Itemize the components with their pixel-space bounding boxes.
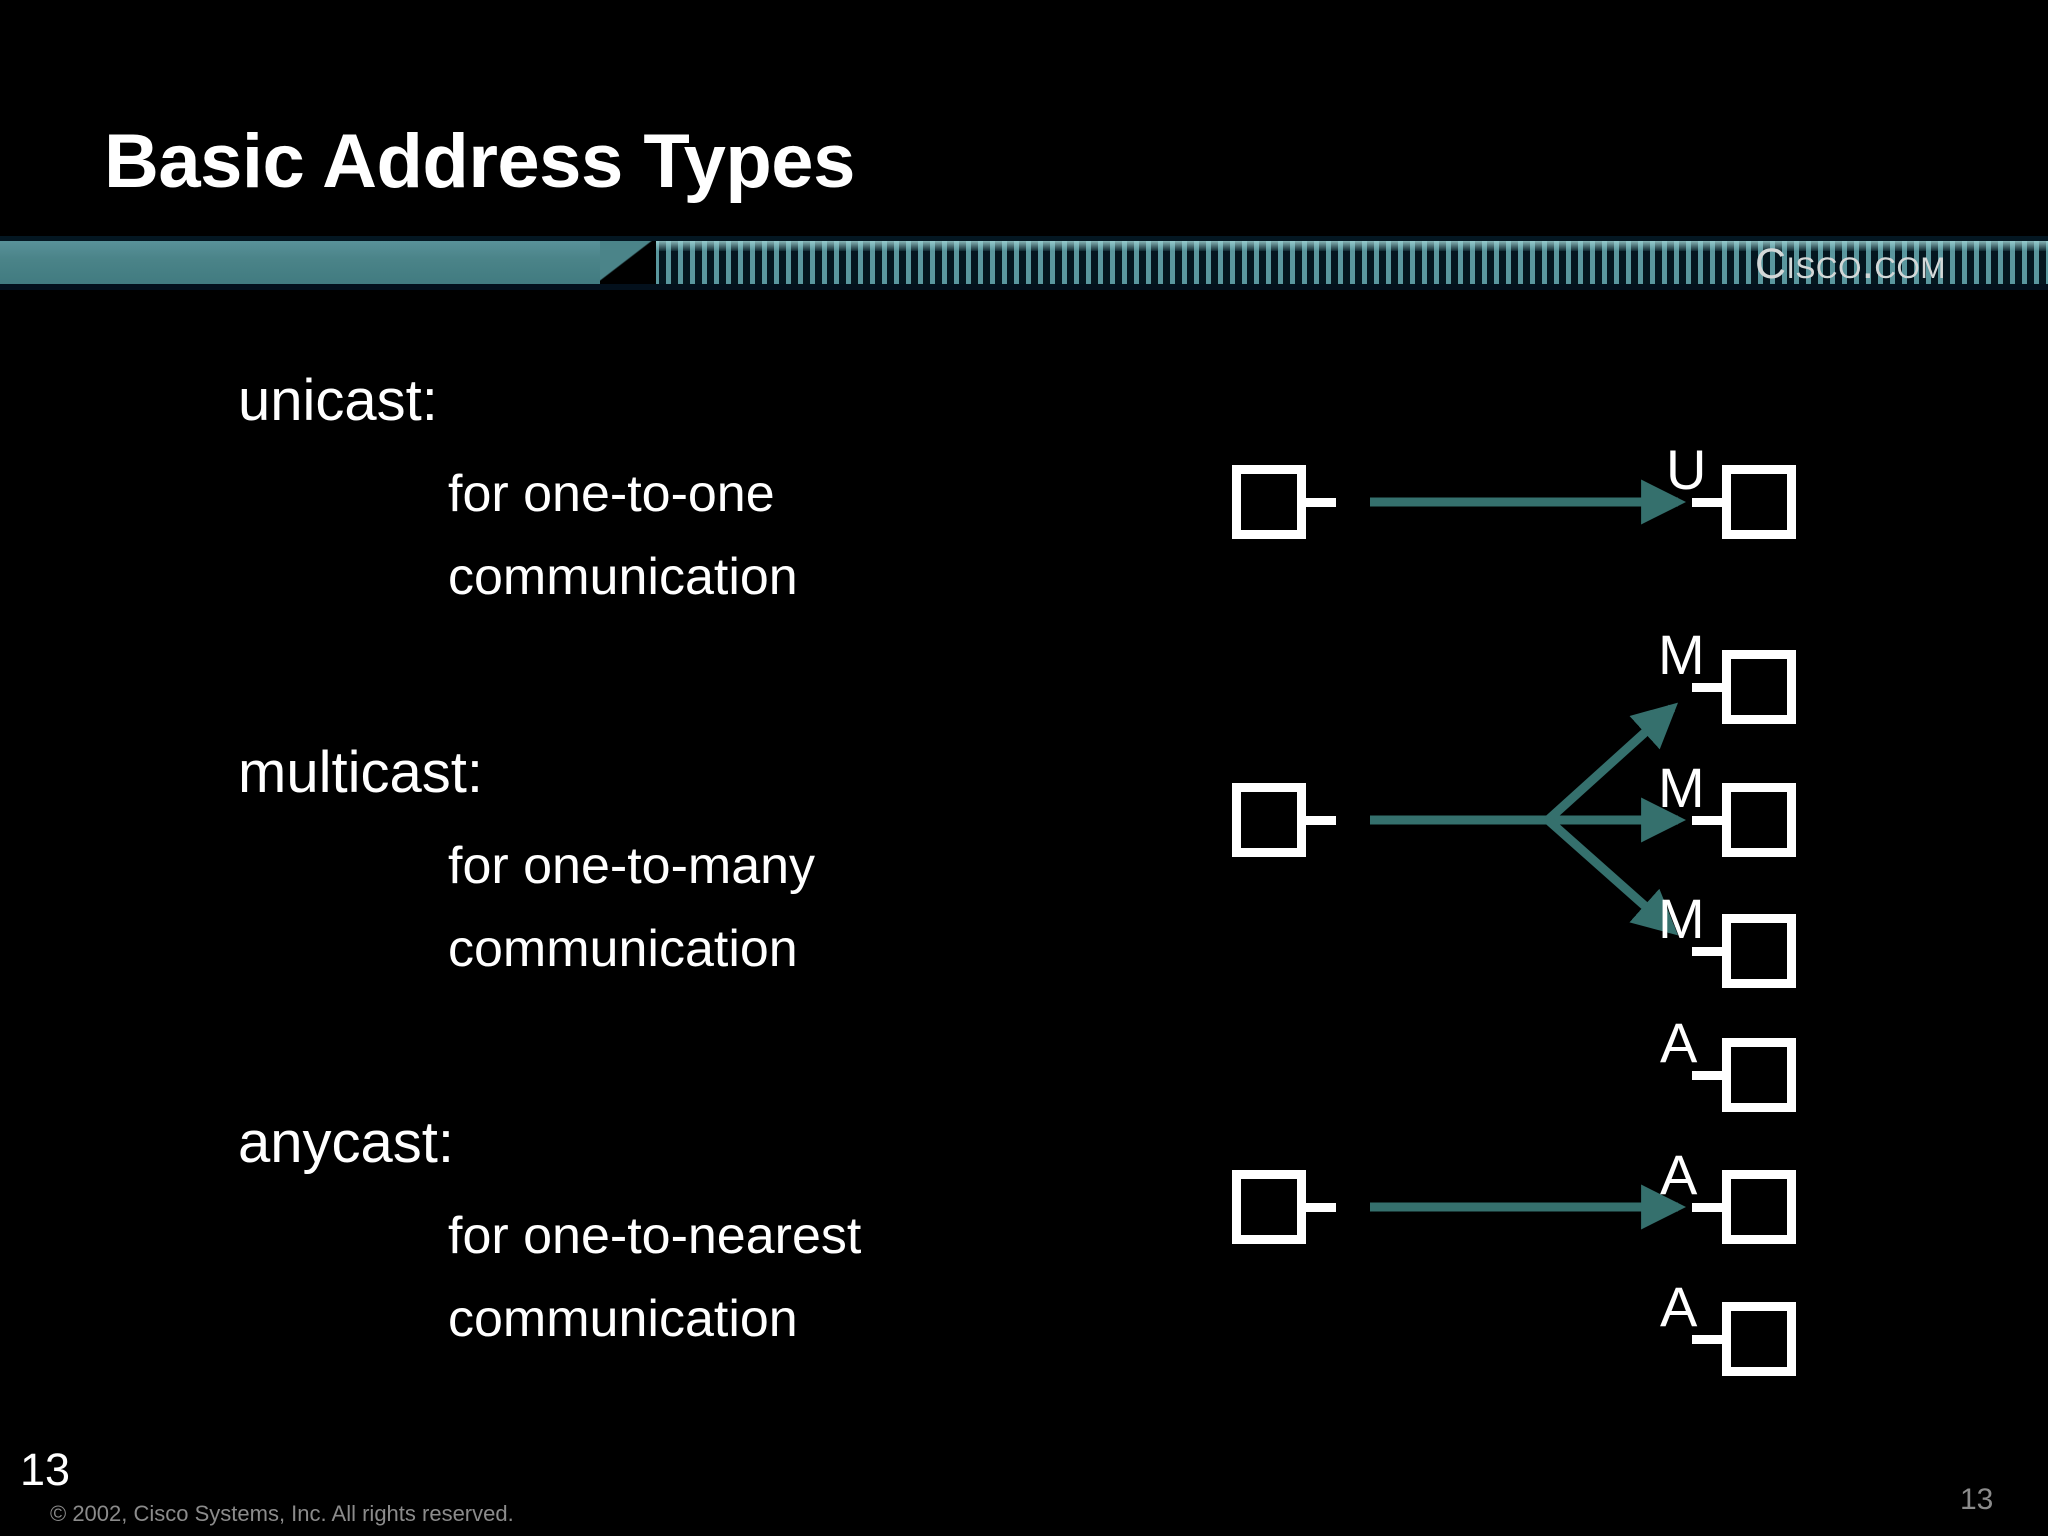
- header-bar-top-rule: [0, 236, 2048, 241]
- multicast-heading: multicast:: [238, 740, 483, 805]
- anycast-description-line-2: communication: [448, 1290, 798, 1348]
- anycast-destination-node-2: [1722, 1170, 1796, 1244]
- multicast-destination-stub-1: [1692, 683, 1722, 692]
- multicast-arrow-bottom: [1545, 816, 1679, 936]
- page-title: Basic Address Types: [104, 119, 855, 204]
- header-bar-bottom-rule: [0, 284, 2048, 290]
- multicast-description-line-2: communication: [448, 920, 798, 978]
- unicast-description-line-2: communication: [448, 548, 798, 606]
- multicast-destination-node-2: [1722, 783, 1796, 857]
- anycast-destination-node-3: [1722, 1302, 1796, 1376]
- header-bar-wedge: [600, 241, 656, 284]
- unicast-destination-stub: [1692, 498, 1722, 507]
- unicast-destination-node: [1722, 465, 1796, 539]
- anycast-destination-stub-2: [1692, 1203, 1722, 1212]
- anycast-destination-label-2: A: [1660, 1143, 1698, 1206]
- anycast-source-stub: [1306, 1203, 1336, 1212]
- anycast-destination-label-1: A: [1660, 1011, 1698, 1074]
- multicast-description-line-1: for one-to-many: [448, 837, 816, 895]
- cisco-com-logo: Cisco.com: [1755, 240, 1946, 288]
- unicast-source-stub: [1306, 498, 1336, 507]
- anycast-description-line-1: for one-to-nearest: [448, 1207, 862, 1265]
- anycast-destination-node-1: [1722, 1038, 1796, 1112]
- anycast-destination-stub-1: [1692, 1071, 1722, 1080]
- anycast-destination-stub-3: [1692, 1335, 1722, 1344]
- multicast-destination-node-1: [1722, 650, 1796, 724]
- multicast-destination-stub-3: [1692, 947, 1722, 956]
- multicast-destination-stub-2: [1692, 816, 1722, 825]
- page-number-right: 13: [1960, 1483, 1994, 1516]
- header-bar-solid-segment: [0, 241, 630, 284]
- unicast-destination-label: U: [1666, 438, 1707, 501]
- page-number-left: 13: [20, 1444, 71, 1495]
- anycast-destination-label-3: A: [1660, 1275, 1698, 1338]
- multicast-source-node: [1232, 783, 1306, 857]
- multicast-destination-label-1: M: [1658, 623, 1705, 686]
- anycast-heading: anycast:: [238, 1110, 454, 1175]
- multicast-arrow-top: [1544, 702, 1679, 824]
- multicast-destination-node-3: [1722, 914, 1796, 988]
- anycast-source-node: [1232, 1170, 1306, 1244]
- copyright-notice: © 2002, Cisco Systems, Inc. All rights r…: [50, 1501, 514, 1526]
- unicast-source-node: [1232, 465, 1306, 539]
- multicast-destination-label-3: M: [1658, 887, 1705, 950]
- unicast-heading: unicast:: [238, 368, 438, 433]
- multicast-source-stub: [1306, 816, 1336, 825]
- multicast-destination-label-2: M: [1658, 756, 1705, 819]
- unicast-description-line-1: for one-to-one: [448, 465, 775, 523]
- header-accent-bar: [0, 236, 2048, 290]
